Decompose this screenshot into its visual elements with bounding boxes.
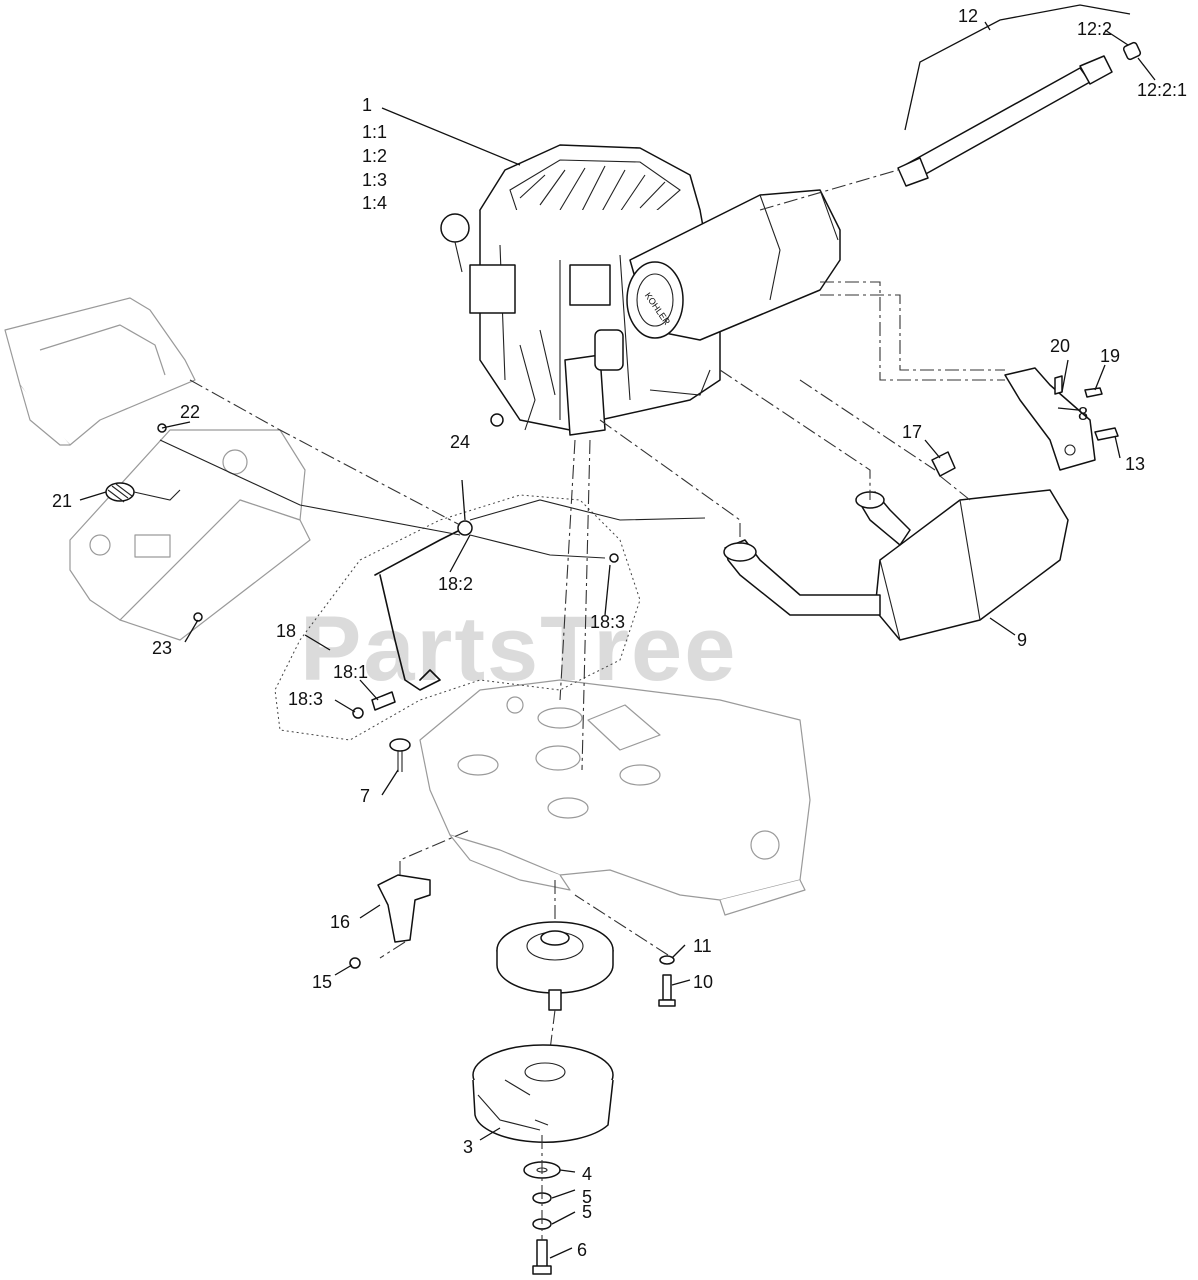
callout-18-1: 18:1 bbox=[333, 662, 368, 682]
callout-16: 16 bbox=[330, 912, 350, 932]
bracket-axis-2 bbox=[820, 294, 1005, 371]
callout-1-4: 1:4 bbox=[362, 193, 387, 213]
knob-part-21 bbox=[105, 423, 203, 622]
harness-axis bbox=[189, 379, 461, 526]
watermark-text: PartsTree bbox=[300, 598, 737, 700]
callout-12-2-1: 12:2:1 bbox=[1137, 80, 1187, 100]
callout-22: 22 bbox=[180, 402, 200, 422]
clutch-part-3 bbox=[472, 1044, 614, 1143]
callout-12: 12 bbox=[958, 6, 978, 26]
callout-5-lower: 5 bbox=[582, 1202, 592, 1222]
air-cleaner: KOHLER bbox=[626, 189, 841, 341]
callout-5-upper: 5 bbox=[582, 1187, 592, 1207]
callout-15: 15 bbox=[312, 972, 332, 992]
callout-labels: 1 1:1 1:2 1:3 1:4 12 12:2 12:2:1 20 19 8… bbox=[52, 6, 1187, 1260]
center-axis-upper-a bbox=[559, 439, 576, 701]
callout-11: 11 bbox=[693, 936, 712, 956]
callout-23: 23 bbox=[152, 638, 172, 658]
engine-deck-plate bbox=[419, 679, 811, 916]
callout-19: 19 bbox=[1100, 346, 1120, 366]
exhaust-axis bbox=[599, 419, 741, 548]
callout-20: 20 bbox=[1050, 336, 1070, 356]
callout-18-2: 18:2 bbox=[438, 574, 473, 594]
wire-harness-part-18 bbox=[159, 439, 706, 741]
bolt-part-6 bbox=[532, 1239, 552, 1275]
callout-1-1: 1:1 bbox=[362, 122, 387, 142]
pin-part-7 bbox=[389, 738, 411, 772]
exhaust-axis-2 bbox=[719, 369, 871, 500]
callout-17: 17 bbox=[902, 422, 922, 442]
callout-4: 4 bbox=[582, 1164, 592, 1184]
callout-1-3: 1:3 bbox=[362, 170, 387, 190]
leader-lines bbox=[79, 4, 1156, 1259]
callout-18: 18 bbox=[276, 621, 296, 641]
callout-1: 1 bbox=[362, 95, 372, 115]
callout-8: 8 bbox=[1078, 404, 1088, 424]
frame-bracket-ghost bbox=[4, 297, 196, 446]
shaft-part-12 bbox=[759, 41, 1142, 211]
callout-18-3-right: 18:3 bbox=[590, 612, 625, 632]
nut-axis bbox=[799, 379, 936, 471]
callout-1-2: 1:2 bbox=[362, 146, 387, 166]
callout-24: 24 bbox=[450, 432, 470, 452]
callout-3: 3 bbox=[463, 1137, 473, 1157]
bracket-part-8 bbox=[1004, 367, 1119, 471]
control-mount-plate bbox=[69, 429, 311, 641]
bracket-part-16 bbox=[349, 829, 471, 969]
callout-10: 10 bbox=[693, 972, 713, 992]
callout-18-3-left: 18:3 bbox=[288, 689, 323, 709]
callout-6: 6 bbox=[577, 1240, 587, 1260]
nut-part-17 bbox=[931, 451, 971, 501]
muffler-part-9 bbox=[723, 489, 1069, 641]
center-axis-upper-b bbox=[581, 439, 591, 771]
bracket-axis-1 bbox=[820, 281, 1005, 381]
bolt-part-10 bbox=[574, 894, 676, 1007]
callout-13: 13 bbox=[1125, 454, 1145, 474]
callout-12-2: 12:2 bbox=[1077, 19, 1112, 39]
callout-21: 21 bbox=[52, 491, 72, 511]
callout-9: 9 bbox=[1017, 630, 1027, 650]
pulley bbox=[496, 880, 614, 1051]
callout-7: 7 bbox=[360, 786, 370, 806]
